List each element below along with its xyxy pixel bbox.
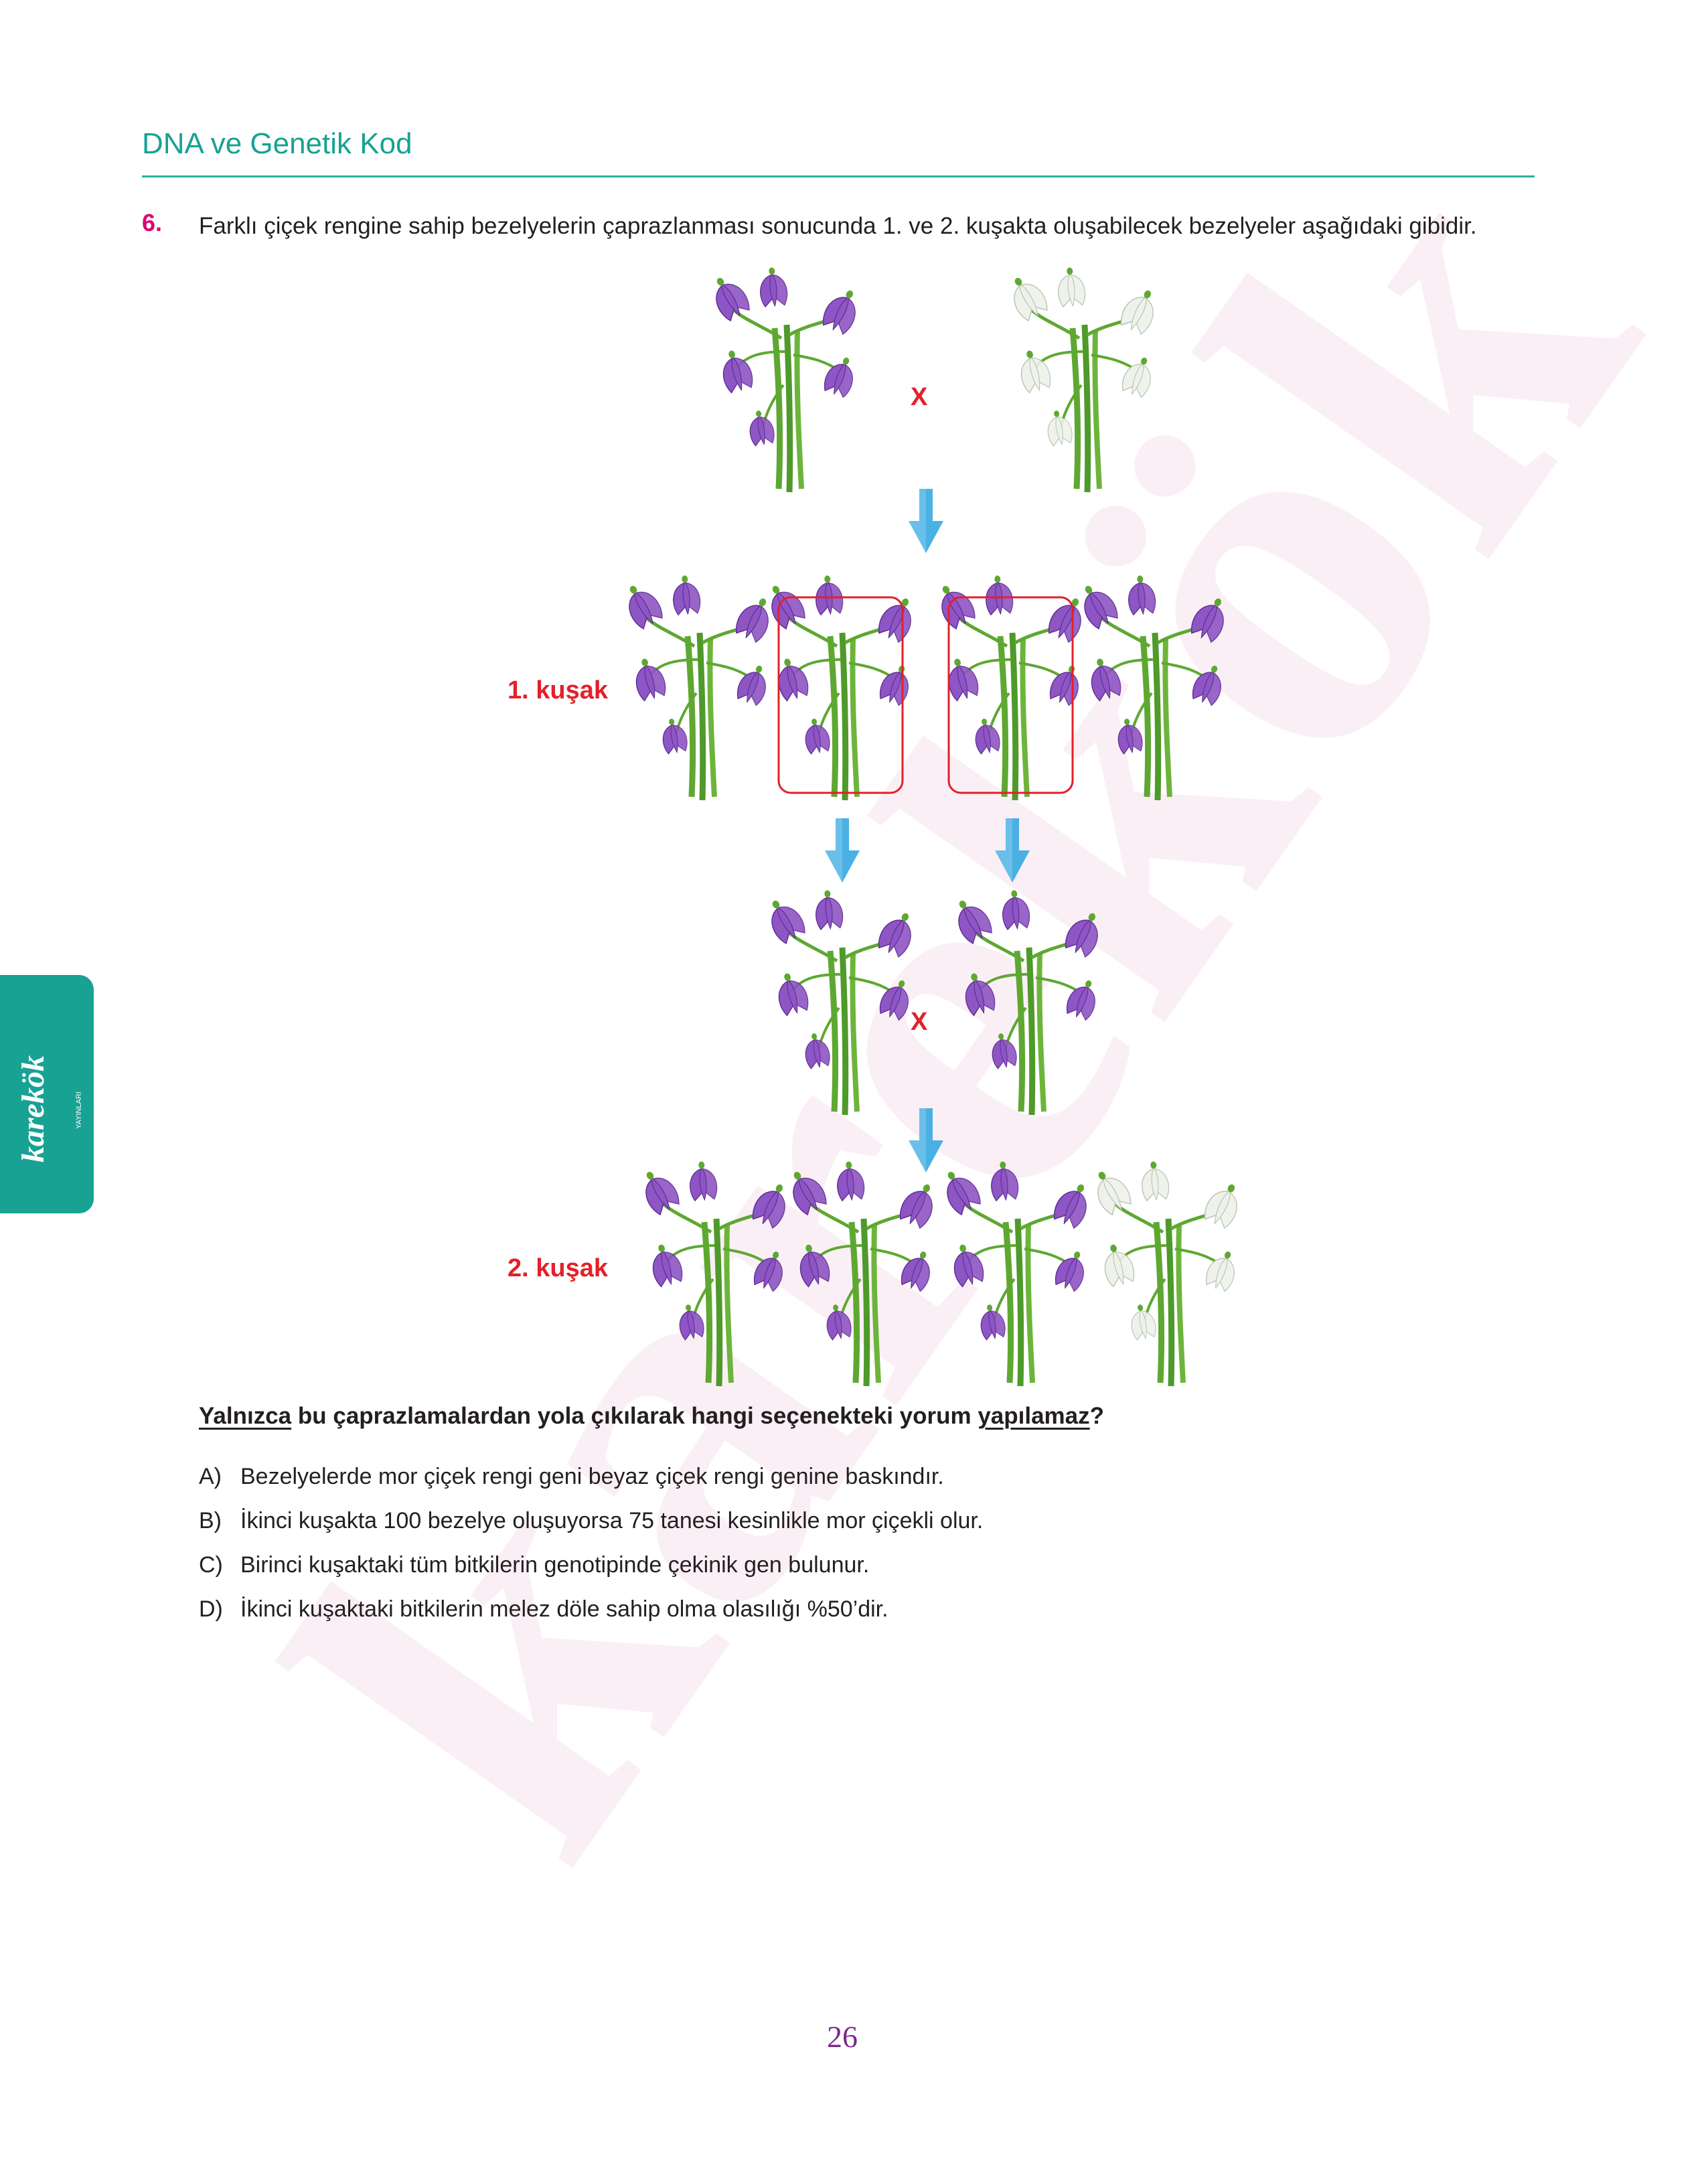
arrow-to-generation-2	[909, 1108, 943, 1173]
selected-flower-box	[777, 596, 904, 794]
cross-symbol-gen1: X	[911, 1008, 928, 1036]
parent-flower-white	[1014, 267, 1154, 492]
generation-1-flower	[771, 575, 911, 800]
option-letter: B)	[199, 1508, 222, 1533]
gen1-cross-flower-right	[958, 890, 1098, 1115]
generation-2-label: 2. kuşak	[508, 1254, 608, 1282]
chapter-title: DNA ve Genetik Kod	[142, 127, 412, 160]
generation-1-flower	[1084, 575, 1224, 800]
option-letter: D)	[199, 1596, 223, 1622]
generation-2-flower-white	[1097, 1161, 1237, 1386]
generation-2-flower-purple	[645, 1161, 785, 1386]
header-divider	[142, 175, 1535, 177]
arrow-to-generation-1	[909, 489, 943, 553]
answer-option-a[interactable]: A) Bezelyelerde mor çiçek rengi geni beya…	[199, 1464, 944, 1490]
prompt-middle: bu çaprazlamalardan yola çıkılarak hangi…	[291, 1403, 978, 1429]
prompt-emphasis-cannot: yapılamaz	[978, 1403, 1090, 1429]
answer-option-c[interactable]: C) Birinci kuşaktaki tüm bitkilerin genot…	[199, 1552, 869, 1578]
option-letter: C)	[199, 1552, 223, 1578]
page-number: 26	[827, 2020, 858, 2054]
cross-symbol-parents: X	[911, 383, 928, 411]
generation-1-label: 1. kuşak	[508, 676, 608, 704]
answer-option-b[interactable]: B) İkinci kuşakta 100 bezelye oluşuyorsa …	[199, 1508, 983, 1534]
parent-flower-purple	[716, 267, 856, 492]
question-number: 6.	[142, 209, 163, 236]
generation-2-flower-purple	[793, 1161, 933, 1386]
publisher-side-tab: karekök YAYINLARI	[0, 975, 94, 1213]
option-text: Bezelyelerde mor çiçek rengi geni beyaz …	[240, 1464, 944, 1489]
arrow-from-gen1-left	[825, 818, 860, 883]
gen1-cross-flower-left	[771, 890, 911, 1115]
publisher-logo-text: karekök	[15, 1055, 51, 1162]
option-text: İkinci kuşakta 100 bezelye oluşuyorsa 75…	[240, 1508, 984, 1533]
generation-2-flower-purple	[947, 1161, 1087, 1386]
publisher-logo-subtext: YAYINLARI	[75, 1092, 83, 1129]
prompt-emphasis-only: Yalnızca	[199, 1403, 292, 1429]
genetics-cross-diagram	[629, 267, 1237, 1406]
option-letter: A)	[199, 1464, 222, 1489]
option-text: Birinci kuşaktaki tüm bitkilerin genotip…	[240, 1552, 870, 1578]
prompt-end: ?	[1089, 1403, 1105, 1429]
selected-flower-box	[947, 596, 1074, 794]
answer-option-d[interactable]: D) İkinci kuşaktaki bitkilerin melez döle…	[199, 1596, 888, 1623]
arrow-from-gen1-right	[995, 818, 1030, 883]
generation-1-flower	[629, 575, 769, 800]
question-prompt: Yalnızca bu çaprazlamalardan yola çıkıla…	[199, 1403, 1104, 1430]
generation-1-flower	[941, 575, 1081, 800]
option-text: İkinci kuşaktaki bitkilerin melez döle s…	[240, 1596, 888, 1622]
question-text: Farklı çiçek rengine sahip bezelyelerin …	[199, 213, 1477, 239]
